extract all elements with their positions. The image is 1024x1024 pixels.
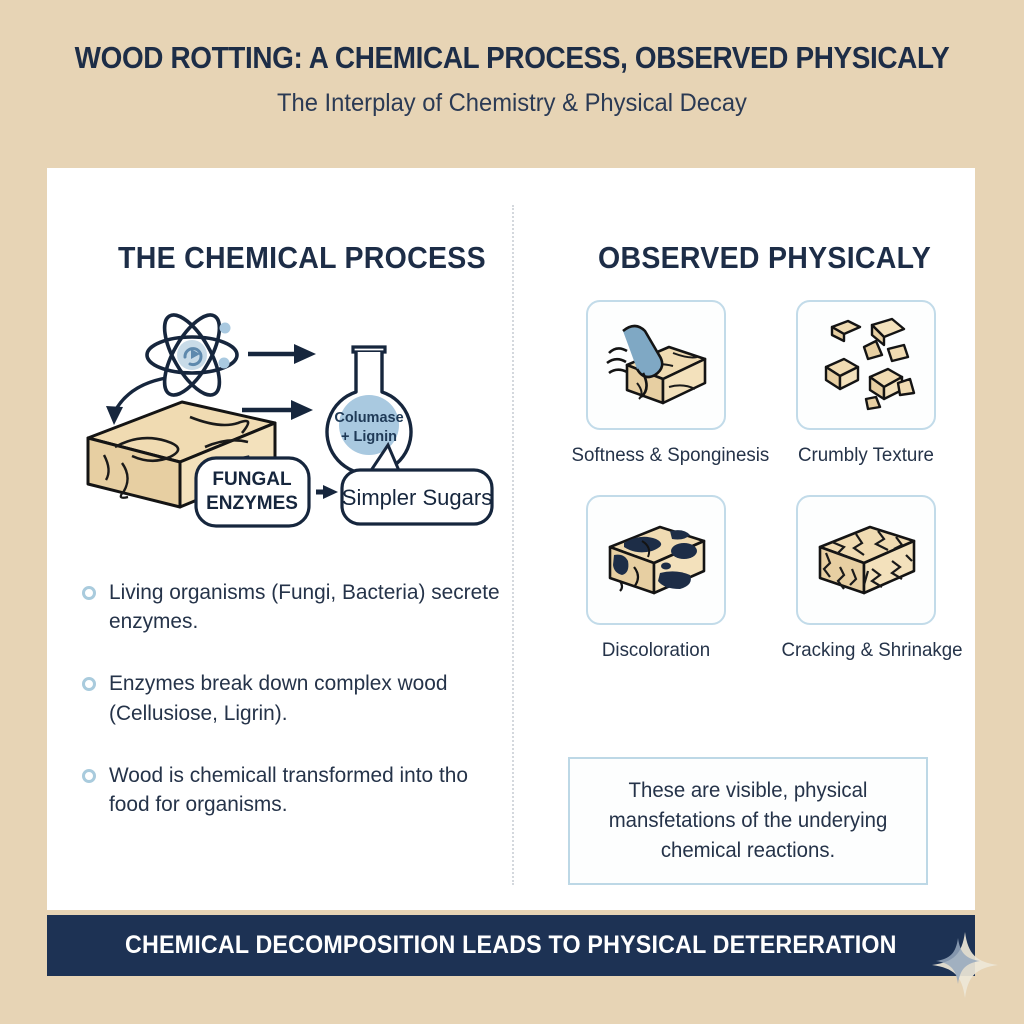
bottom-banner-text: CHEMICAL DECOMPOSITION LEADS TO PHYSICAL…	[125, 931, 897, 959]
list-item: Enzymes break down complex wood (Cellusi…	[82, 669, 512, 727]
bullet-ring-icon	[82, 677, 96, 692]
left-column-heading: THE CHEMICAL PROCESS	[118, 240, 486, 275]
cracked-wood-block-icon	[818, 525, 916, 595]
flask-icon: Columase + Lignin	[325, 345, 413, 476]
discolored-wood-block-icon	[608, 525, 706, 595]
column-divider	[512, 205, 514, 885]
crumbling-wood-pieces-icon	[824, 317, 916, 411]
bullet-text: Living organisms (Fungi, Bacteria) secre…	[109, 580, 500, 634]
chemical-process-diagram: Columase + Lignin FUNGAL ENZYMES Simpler…	[70, 295, 500, 535]
icon-box	[586, 300, 726, 430]
list-item: Living organisms (Fungi, Bacteria) secre…	[82, 578, 512, 636]
bullet-text: Enzymes break down complex wood (Cellusi…	[109, 671, 448, 725]
symptom-label: Crumbly Texture	[798, 444, 934, 466]
bottom-banner: CHEMICAL DECOMPOSITION LEADS TO PHYSICAL…	[47, 915, 975, 976]
symptom-card-discoloration: Discoloration	[568, 495, 744, 662]
symptom-card-crumbly: Crumbly Texture	[778, 300, 954, 467]
atom-icon	[145, 313, 239, 397]
list-item: Wood is chemicall transformed into tho f…	[82, 761, 512, 819]
symptom-label: Softness & Sponginesis	[571, 444, 770, 466]
bullet-text: Wood is chemicall transformed into tho f…	[109, 762, 468, 817]
summary-note-box: These are visible, physical mansfetation…	[568, 757, 928, 885]
simpler-sugars-label: Simpler Sugars	[342, 485, 492, 510]
small-arrow-icon	[316, 485, 338, 499]
arrow-bottom-icon	[242, 400, 313, 420]
grid-row: Softness & Sponginesis	[568, 300, 958, 467]
chemical-process-bullet-list: Living organisms (Fungi, Bacteria) secre…	[82, 578, 512, 852]
symptom-card-cracking: Cracking & Shrinakge	[778, 495, 963, 662]
page-subtitle: The Interplay of Chemistry & Physical De…	[277, 89, 747, 117]
flask-label-line1: Columase	[334, 410, 403, 426]
symptom-label: Discoloration	[601, 639, 711, 661]
page-title: WOOD ROTTING: A CHEMICAL PROCESS, OBSERV…	[74, 40, 950, 75]
icon-box	[796, 495, 936, 625]
fungal-enzymes-line1: FUNGAL	[212, 469, 292, 490]
icon-box	[796, 300, 936, 430]
grid-row: Discoloration	[568, 495, 963, 662]
flask-label-line2: + Lignin	[341, 429, 397, 445]
summary-note-text: These are visible, physical mansfetation…	[608, 779, 888, 862]
bullet-ring-icon	[82, 586, 96, 600]
header: WOOD ROTTING: A CHEMICAL PROCESS, OBSERV…	[0, 40, 1024, 118]
fungal-enzymes-callout: FUNGAL ENZYMES	[194, 455, 311, 528]
observed-physically-grid: Softness & Sponginesis	[568, 300, 963, 672]
bullet-ring-icon	[82, 768, 96, 783]
fungal-enzymes-line2: ENZYMES	[206, 493, 298, 514]
sparkle-decoration	[930, 930, 1000, 1000]
simpler-sugars-callout: Simpler Sugars	[340, 441, 494, 526]
right-column-heading: OBSERVED PHYSICALY	[598, 240, 932, 275]
icon-box	[586, 495, 726, 625]
arrow-top-icon	[248, 344, 316, 364]
curved-arrow-icon	[106, 376, 167, 425]
symptom-label: Cracking & Shrinakge	[781, 639, 963, 661]
finger-poking-wood-icon	[606, 324, 707, 405]
symptom-card-softness: Softness & Sponginesis	[568, 300, 770, 467]
wood-block-icon	[86, 400, 277, 509]
